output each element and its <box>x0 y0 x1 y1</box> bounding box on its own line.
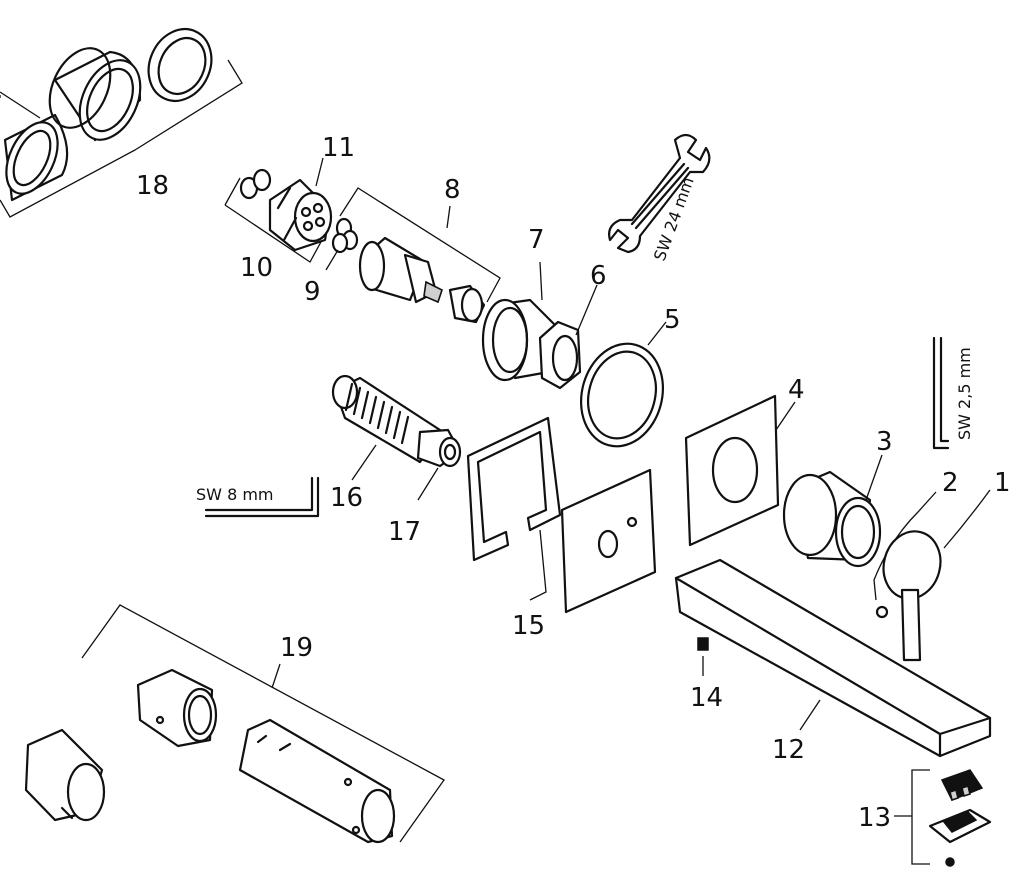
part-16-ribbed-extension: 16 <box>330 374 442 513</box>
hex-key-sw-8mm: SW 8 mm <box>196 476 320 518</box>
label-17: 17 <box>388 517 421 547</box>
part-13-aerator-set: 13 <box>858 769 992 867</box>
label-2: 2 <box>942 468 959 498</box>
part-3-sleeve: 3 <box>782 427 893 568</box>
label-3: 3 <box>876 427 893 457</box>
part-6-hex-nut: 6 <box>538 261 607 390</box>
part-17-union-nut: 17 <box>388 428 462 547</box>
label-8: 8 <box>444 175 461 205</box>
label-4: 4 <box>788 375 805 405</box>
label-7: 7 <box>528 225 545 255</box>
part-9-o-rings: 9 <box>304 217 359 307</box>
part-11-diverter-cartridge: 11 <box>268 133 355 252</box>
hex-key-sw-2-5mm: SW 2,5 mm <box>932 336 974 450</box>
part-15-cover-plate: 15 <box>512 468 657 641</box>
hex-key-8-size-label: SW 8 mm <box>196 485 274 504</box>
label-19: 19 <box>280 633 313 663</box>
part-19-sleeve-set: 19 <box>24 604 445 844</box>
part-12-spout: 12 <box>674 558 992 765</box>
label-6: 6 <box>590 261 607 291</box>
label-9: 9 <box>304 277 321 307</box>
label-10: 10 <box>240 253 273 283</box>
label-5: 5 <box>664 305 681 335</box>
wrench-sw-24mm: SW 24 mm <box>608 133 711 263</box>
part-15-mounting-frame <box>466 416 562 601</box>
part-8-thermostat-cartridge: 8 <box>339 175 501 324</box>
part-14-spout-screw: 14 <box>690 637 723 713</box>
part-18-extension-rings: 18 <box>0 28 243 218</box>
part-5-gasket: 5 <box>579 305 681 448</box>
label-16: 16 <box>330 483 363 513</box>
hex-key-25-size-label: SW 2,5 mm <box>955 347 974 440</box>
part-4-rosette: 4 <box>684 375 805 547</box>
label-13: 13 <box>858 803 891 833</box>
label-18: 18 <box>136 171 169 201</box>
label-11: 11 <box>322 133 355 163</box>
label-12: 12 <box>772 735 805 765</box>
label-15: 15 <box>512 611 545 641</box>
label-1: 1 <box>994 468 1011 498</box>
part-10-seal-set: 10 <box>224 168 323 283</box>
label-14: 14 <box>690 683 723 713</box>
part-1-handle-lever: 1 <box>882 468 1011 662</box>
